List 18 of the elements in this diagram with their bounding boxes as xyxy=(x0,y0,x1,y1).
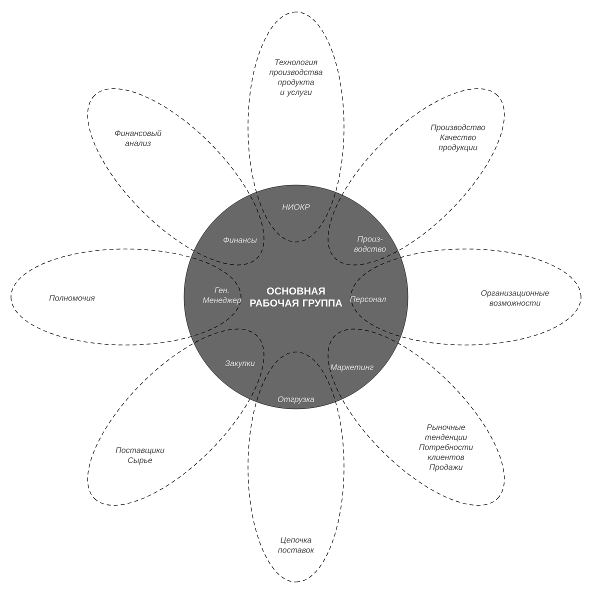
core-segment-label: НИОКР xyxy=(282,204,310,210)
petal-label: Цепочка поставок xyxy=(278,537,314,553)
petal-label: Рыночные тенденции Потребности клиентов Продажи xyxy=(419,424,473,472)
petal-label: Организационные возможности xyxy=(481,290,549,306)
petal-label: Технология производства продукта и услуги xyxy=(269,59,322,97)
core-segment-label: Маркетинг xyxy=(330,364,374,372)
core-segment-label: Закупки xyxy=(225,360,255,368)
core-segment-label: Персонал xyxy=(350,296,386,304)
core-segment-label: Финансы xyxy=(224,237,257,243)
core-segment-label: Отгрузка xyxy=(278,396,314,404)
petal-label: Поставщики Сырье xyxy=(116,447,164,465)
core-segment-label: Ген. Менеджер xyxy=(202,287,242,305)
petal-label: Полномочия xyxy=(49,295,95,301)
core-title: ОСНОВНАЯ РАБОЧАЯ ГРУППА xyxy=(250,287,342,307)
core-segment-label: Произ- водство xyxy=(354,236,386,252)
core-circle xyxy=(184,184,408,410)
petal-label: Производство Качество продукции xyxy=(430,124,486,152)
petal-label: Финансовый анализ xyxy=(114,130,162,146)
